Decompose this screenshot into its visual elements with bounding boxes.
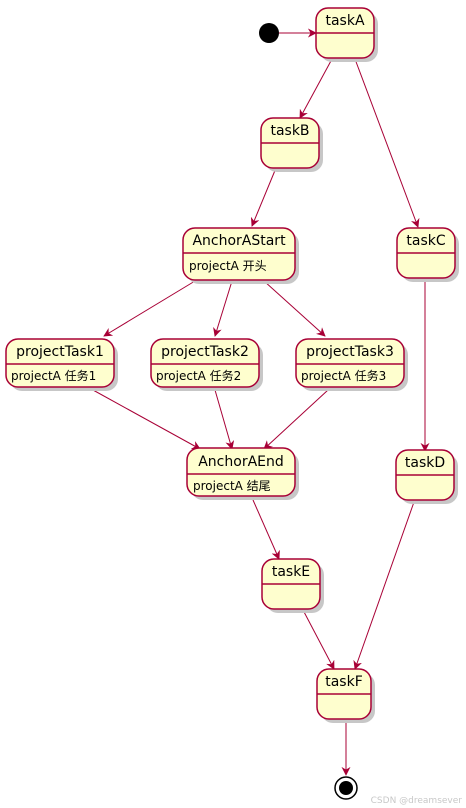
state-title: taskF [325,674,363,690]
state-title: projectTask2 [161,344,249,360]
state-title: taskE [272,564,310,580]
state-title: AnchorAEnd [198,454,284,470]
state-projectTask1: projectTask1 projectA 任务1 [5,338,118,391]
edge-projectTask2-anchorAEnd [214,389,235,450]
edge-taskA-taskC [354,58,420,228]
state-projectTask3: projectTask3 projectA 任务3 [295,338,408,391]
state-taskE: taskE [261,558,324,613]
watermark: CSDN @dreamsever [370,796,462,806]
edge-taskB-anchorAStart [250,167,277,227]
state-description: projectA 任务2 [156,368,241,383]
state-title: AnchorAStart [192,233,286,249]
state-description: projectA 开头 [189,259,267,273]
edge-anchorAStart-projectTask2 [213,280,233,337]
state-title: taskC [406,233,445,249]
state-taskC: taskC [396,227,459,282]
state-title: projectTask3 [306,344,394,360]
state-taskB: taskB [260,117,323,172]
state-taskD: taskD [395,449,458,504]
state-description: projectA 任务1 [11,368,96,383]
state-description: projectA 任务3 [301,368,386,383]
edge-projectTask1-anchorAEnd [92,389,201,450]
state-title: projectTask1 [16,344,104,360]
edge-taskD-taskF [353,501,415,670]
state-title: taskD [405,455,445,471]
state-anchorAStart: AnchorAStart projectA 开头 [182,227,299,284]
state-taskF: taskF [316,668,375,723]
state-description: projectA 结尾 [193,479,271,493]
edge-taskA-taskB [299,58,333,119]
edge-taskE-taskF [302,609,335,670]
edge-projectTask3-anchorAEnd [263,389,329,450]
edge-anchorAStart-projectTask3 [263,280,326,337]
state-projectTask2: projectTask2 projectA 任务2 [150,338,263,391]
state-title: taskB [270,123,309,139]
state-taskA: taskA [315,7,378,62]
start-node [259,23,279,43]
state-anchorAEnd: AnchorAEnd projectA 结尾 [186,447,299,500]
edge-anchorAStart-projectTask1 [103,280,196,337]
state-title: taskA [325,13,364,29]
end-node [334,776,358,800]
edge-anchorAEnd-taskE [252,499,280,560]
edges [92,28,430,776]
